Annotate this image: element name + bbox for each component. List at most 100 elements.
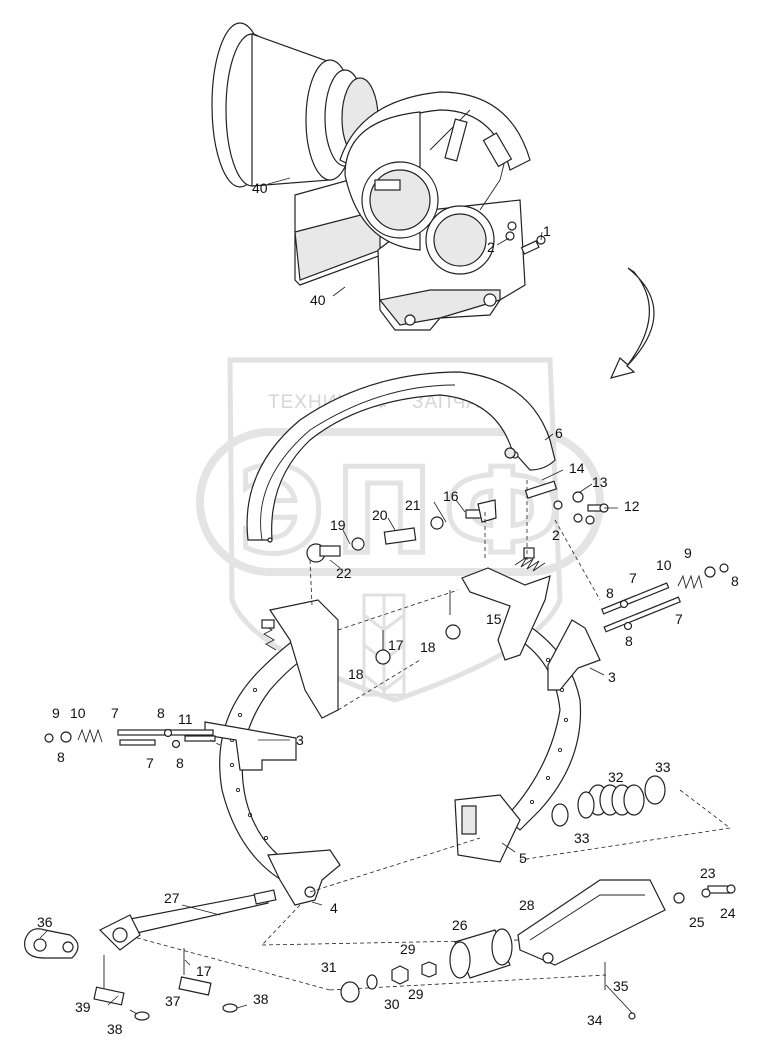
callout-17-middle: 17 <box>388 637 404 653</box>
washer-2-top <box>505 231 515 241</box>
callout-18-middle-left: 18 <box>348 666 364 682</box>
callout-29-top: 29 <box>400 941 416 957</box>
callout-8-right-3: 8 <box>625 633 633 649</box>
callout-8-left: 8 <box>57 749 65 765</box>
callout-20: 20 <box>372 507 388 523</box>
spring-10-left <box>77 728 103 744</box>
bolt-1 <box>520 235 546 255</box>
callout-34: 34 <box>587 1012 603 1028</box>
callout-40-bottom: 40 <box>310 292 326 308</box>
callout-leaders <box>39 433 618 1006</box>
pin-34 <box>605 984 636 1020</box>
callout-2-middle: 2 <box>552 527 560 543</box>
spring-upper <box>514 547 546 572</box>
callout-8-left-upper: 8 <box>157 705 165 721</box>
callout-7-upper-right: 7 <box>629 570 637 586</box>
watermark-shield <box>227 357 563 703</box>
nut-8-right <box>719 563 729 573</box>
spring-10-right <box>677 574 703 590</box>
callout-12: 12 <box>624 498 640 514</box>
washer-9-right <box>704 566 716 578</box>
callout-13: 13 <box>592 474 608 490</box>
callout-11: 11 <box>178 711 193 727</box>
nut-29-right <box>421 961 437 978</box>
pin-20 <box>383 527 417 545</box>
pin-11 <box>184 735 216 742</box>
callout-4: 4 <box>330 900 338 916</box>
callout-22: 22 <box>336 565 352 581</box>
cap-33-left <box>551 803 569 827</box>
callout-25: 25 <box>689 914 705 930</box>
callout-38-right: 38 <box>253 991 269 1007</box>
callout-28: 28 <box>519 897 535 913</box>
bushing-31 <box>340 981 360 1003</box>
bracket-28 <box>517 879 666 966</box>
cylinder-26 <box>449 928 513 979</box>
callout-1: 1 <box>543 223 551 239</box>
bracket-15 <box>461 567 551 661</box>
lever-bracket-3-left <box>204 721 297 771</box>
callout-16: 16 <box>443 488 459 504</box>
watermark-wheat-icon <box>362 593 406 697</box>
callout-26: 26 <box>452 917 468 933</box>
callout-3-right: 3 <box>608 669 616 685</box>
link-36 <box>24 928 79 959</box>
callout-19: 19 <box>330 517 346 533</box>
callout-7-left-upper: 7 <box>111 705 119 721</box>
callout-30: 30 <box>384 996 400 1012</box>
callout-10-left: 10 <box>70 705 86 721</box>
callout-33-right: 33 <box>655 759 671 775</box>
spring-left-support <box>261 619 277 651</box>
rod-7-upper <box>601 582 681 633</box>
washer-9-left <box>60 731 72 743</box>
rotation-arrow <box>609 267 655 379</box>
washer-13 <box>572 491 584 503</box>
callout-3-left: 3 <box>296 732 304 748</box>
watermark: ТЕХНИКА ⚙ ЗАПЧАСТИ ЭПФ <box>196 357 604 703</box>
rod-27 <box>124 889 277 936</box>
bolt-23 <box>707 884 736 894</box>
nut-24 <box>701 888 711 898</box>
nut-21 <box>430 516 444 530</box>
callout-15: 15 <box>486 611 502 627</box>
callout-33-left: 33 <box>574 830 590 846</box>
callout-27: 27 <box>164 890 180 906</box>
clip-38-right <box>222 1003 248 1013</box>
callout-10-right: 10 <box>656 557 672 573</box>
callout-7-left-lower: 7 <box>146 755 154 771</box>
callout-36: 36 <box>37 914 53 930</box>
watermark-band <box>196 428 604 576</box>
pin-39 <box>93 986 125 1006</box>
callout-24: 24 <box>720 905 736 921</box>
callout-17-bottom: 17 <box>196 963 212 979</box>
nut-8-left <box>44 733 54 743</box>
assembly-guide-lines <box>129 480 731 991</box>
washer-30 <box>366 974 378 990</box>
callout-8-right-2: 8 <box>606 585 614 601</box>
washer-25 <box>673 892 685 904</box>
callout-21: 21 <box>405 497 421 513</box>
callout-9-right: 9 <box>684 545 692 561</box>
washer-2-middle <box>573 513 583 523</box>
callout-23: 23 <box>700 865 716 881</box>
callout-40-top: 40 <box>252 180 268 196</box>
upper-band-6 <box>246 371 556 543</box>
callout-32: 32 <box>608 769 624 785</box>
callout-38-left: 38 <box>107 1021 123 1037</box>
link-22 <box>306 543 341 563</box>
clevis-end-27 <box>98 914 141 951</box>
nut-29-left <box>391 965 409 985</box>
callout-6: 6 <box>555 425 563 441</box>
callout-14: 14 <box>569 460 585 476</box>
callout-39: 39 <box>75 999 91 1015</box>
pin-37 <box>178 976 212 996</box>
clevis-16 <box>465 499 497 523</box>
callout-31: 31 <box>321 959 337 975</box>
lower-bracket-4 <box>267 849 341 906</box>
callout-8-left-lower: 8 <box>176 755 184 771</box>
callout-5: 5 <box>519 850 527 866</box>
lever-bracket-3-right <box>547 619 601 691</box>
callout-8-right: 8 <box>731 573 739 589</box>
callout-37: 37 <box>165 993 181 1009</box>
drum-housing-assembly <box>211 22 546 331</box>
